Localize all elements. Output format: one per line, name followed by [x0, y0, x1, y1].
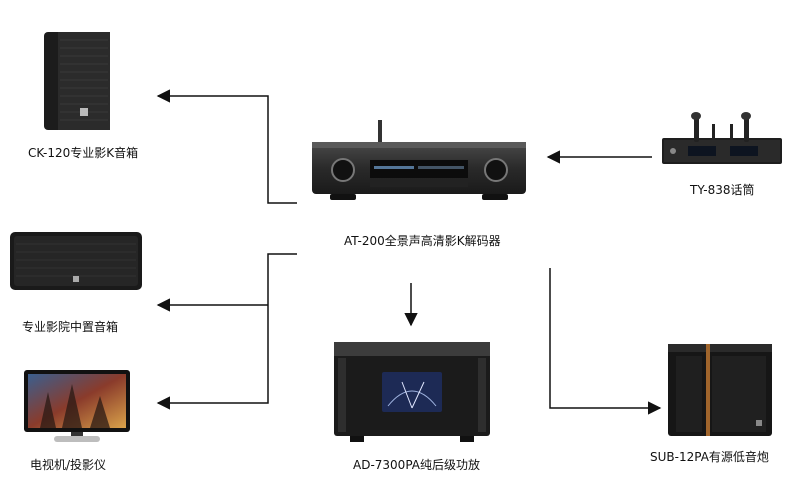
power-amplifier-icon: [334, 342, 490, 442]
wireless-microphone-receiver-icon: [662, 112, 782, 164]
tv-projector-label: 电视机/投影仪: [30, 458, 107, 472]
subwoofer-icon: [668, 344, 772, 436]
connector-decoder-to-ck120: [156, 89, 297, 204]
decoder-label: AT-200全景声高清影K解码器: [344, 234, 501, 248]
connector-decoder-to-sub: [549, 268, 662, 415]
center-speaker-label: 专业影院中置音箱: [22, 320, 119, 334]
subwoofer-label: SUB-12PA有源低音炮: [650, 450, 769, 464]
tall-speaker-icon: [44, 32, 110, 130]
center-speaker-icon: [10, 232, 142, 290]
av-decoder-icon: [312, 120, 526, 200]
television-icon: [24, 370, 130, 442]
connector-decoder-to-center-and-tv: [156, 253, 297, 410]
microphone-label: TY-838话筒: [690, 183, 755, 197]
ck120-speaker-label: CK-120专业影K音箱: [28, 146, 139, 160]
amplifier-label: AD-7300PA纯后级功放: [353, 458, 480, 472]
